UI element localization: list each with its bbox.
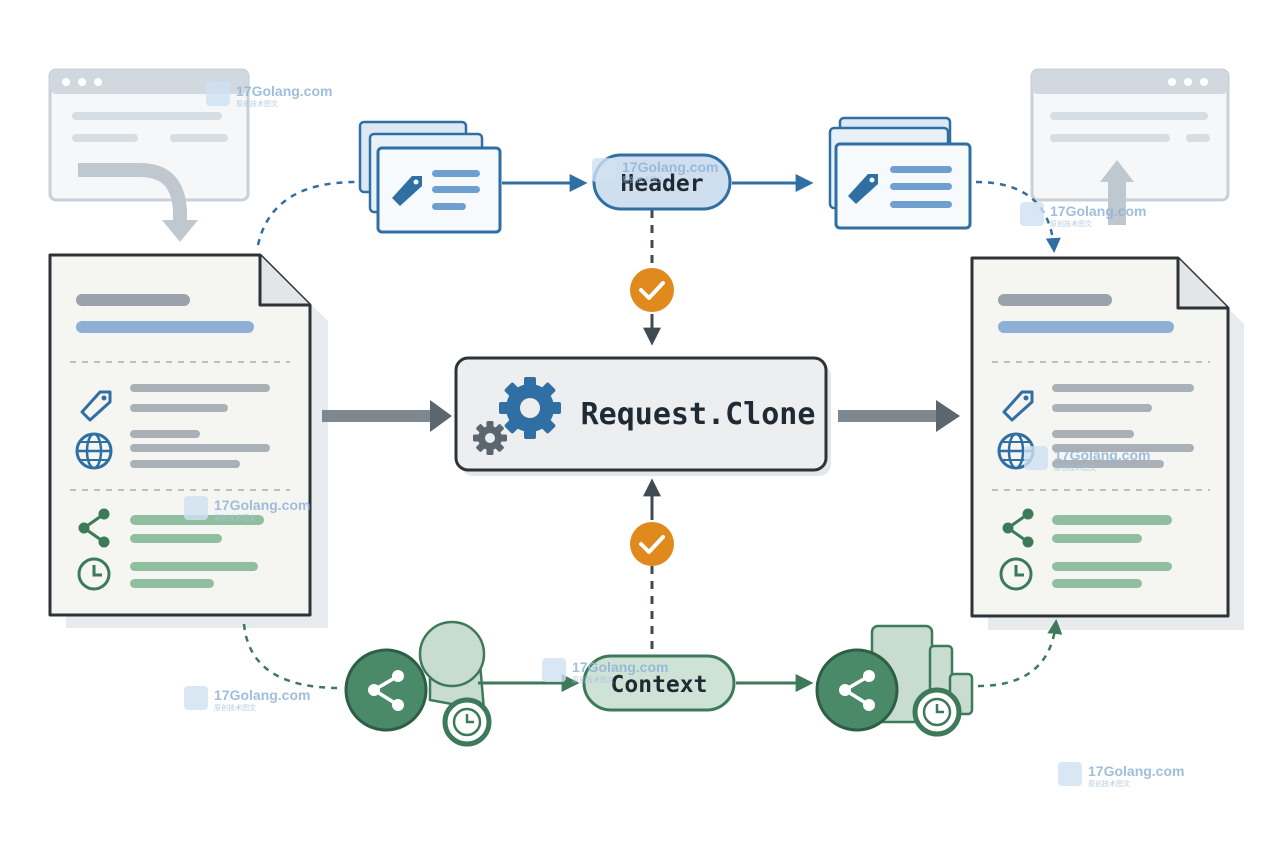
watermark: 17Golang.com 原创技术图文 — [206, 82, 332, 108]
browser-window-left — [48, 68, 250, 242]
svg-text:原创技术图文: 原创技术图文 — [236, 99, 278, 108]
watermark: 17Golang.com 原创技术图文 — [184, 496, 310, 522]
tag-icon — [1002, 390, 1034, 422]
context-label: Context — [611, 672, 708, 698]
flow-arrow-main-out — [838, 400, 960, 432]
svg-text:17Golang.com: 17Golang.com — [236, 83, 332, 99]
svg-text:17Golang.com: 17Golang.com — [214, 497, 310, 513]
tag-icon — [392, 176, 422, 206]
share-icon — [368, 670, 404, 711]
header-card-stack-right — [828, 116, 972, 230]
dashed-link-context-to-doc — [977, 619, 1063, 688]
svg-text:17Golang.com: 17Golang.com — [622, 159, 718, 175]
globe-icon — [75, 432, 113, 470]
dashed-link-doc-to-context — [242, 623, 341, 690]
svg-text:17Golang.com: 17Golang.com — [1050, 203, 1146, 219]
context-pill: Context — [582, 654, 736, 712]
clock-icon — [442, 697, 492, 747]
watermark: 17Golang.com 原创技术图文 — [1058, 762, 1184, 788]
browser-window-right — [1030, 68, 1230, 225]
share-icon — [839, 670, 875, 711]
share-icon — [1002, 508, 1034, 548]
watermark: 17Golang.com 原创技术图文 — [542, 658, 668, 684]
watermark: 17Golang.com 原创技术图文 — [1020, 202, 1146, 228]
clock-icon — [912, 687, 962, 737]
tag-icon — [848, 174, 878, 204]
check-badge-top — [630, 268, 674, 312]
watermark: 17Golang.com 原创技术图文 — [1024, 446, 1150, 472]
header-card-stack-left — [358, 120, 502, 234]
share-icon — [78, 508, 110, 548]
svg-text:17Golang.com: 17Golang.com — [214, 687, 310, 703]
request-document-original — [48, 253, 328, 628]
svg-text:原创技术图文: 原创技术图文 — [214, 513, 256, 522]
gear-icon — [499, 377, 561, 439]
header-pill: Header — [592, 153, 732, 211]
small-gear-icon — [473, 421, 507, 455]
center-label: Request.Clone — [581, 397, 816, 432]
svg-text:17Golang.com: 17Golang.com — [1088, 763, 1184, 779]
header-label: Header — [620, 171, 703, 197]
request-document-clone — [970, 256, 1244, 630]
context-icon-cluster-right — [815, 624, 974, 737]
svg-text:原创技术图文: 原创技术图文 — [572, 675, 614, 684]
clock-icon — [77, 557, 111, 591]
watermark: 17Golang.com 原创技术图文 — [592, 158, 718, 184]
context-icon-cluster-left — [344, 620, 492, 747]
svg-text:17Golang.com: 17Golang.com — [1054, 447, 1150, 463]
dashed-link-doc-to-header — [256, 180, 357, 246]
tag-icon — [80, 390, 112, 422]
svg-text:原创技术图文: 原创技术图文 — [1054, 463, 1096, 472]
watermark: 17Golang.com 原创技术图文 — [184, 686, 310, 712]
clock-icon — [999, 557, 1033, 591]
svg-text:原创技术图文: 原创技术图文 — [622, 175, 664, 184]
svg-text:原创技术图文: 原创技术图文 — [214, 703, 256, 712]
check-badge-bottom — [630, 522, 674, 566]
svg-text:原创技术图文: 原创技术图文 — [1088, 779, 1130, 788]
dashed-link-header-to-doc — [975, 180, 1061, 253]
svg-text:17Golang.com: 17Golang.com — [572, 659, 668, 675]
svg-text:原创技术图文: 原创技术图文 — [1050, 219, 1092, 228]
request-clone-box: Request.Clone — [454, 356, 831, 476]
flow-arrow-main-in — [322, 400, 452, 432]
